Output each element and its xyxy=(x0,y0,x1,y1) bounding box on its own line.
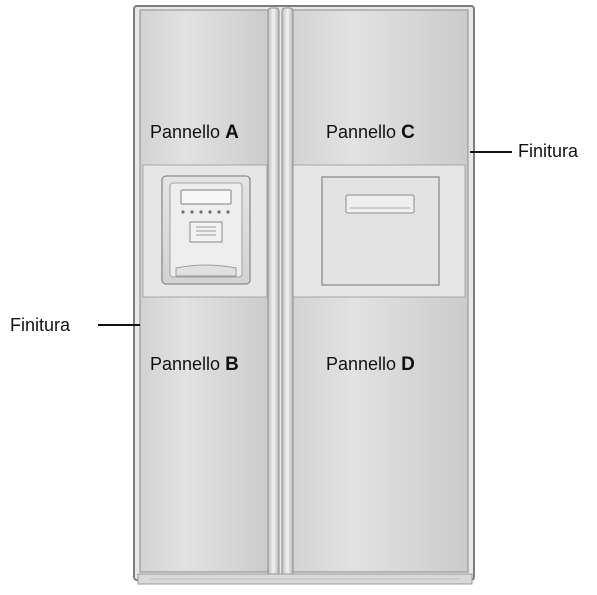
dispenser-buttons xyxy=(181,210,230,214)
trim-right-leader xyxy=(470,151,512,153)
panel-d-label: Pannello D xyxy=(326,354,415,376)
trim-right-label: Finitura xyxy=(518,141,579,161)
trim-left-label: Finitura xyxy=(10,315,71,335)
panel-c-name: Pannello xyxy=(326,122,397,142)
panel-b-label: Pannello B xyxy=(150,354,239,376)
panel-b-letter: B xyxy=(225,354,239,375)
dispenser-tray xyxy=(175,264,237,277)
trim-left-leader xyxy=(98,324,140,326)
left-handle xyxy=(267,7,280,577)
dispenser-display xyxy=(180,189,232,205)
dispenser-paddle xyxy=(189,221,223,243)
panel-a-letter: A xyxy=(225,122,239,143)
panel-c-letter: C xyxy=(401,122,415,143)
dispenser-paddle-lines xyxy=(196,226,216,236)
homebar-door xyxy=(321,176,440,286)
panel-c-label: Pannello C xyxy=(326,122,415,144)
panel-b-name: Pannello xyxy=(150,354,221,374)
panel-d-letter: D xyxy=(401,354,415,375)
panel-d-name: Pannello xyxy=(326,354,397,374)
homebar-handle xyxy=(345,194,415,214)
panel-a-name: Pannello xyxy=(150,122,221,142)
panel-a-label: Pannello A xyxy=(150,122,239,144)
right-handle xyxy=(281,7,294,577)
